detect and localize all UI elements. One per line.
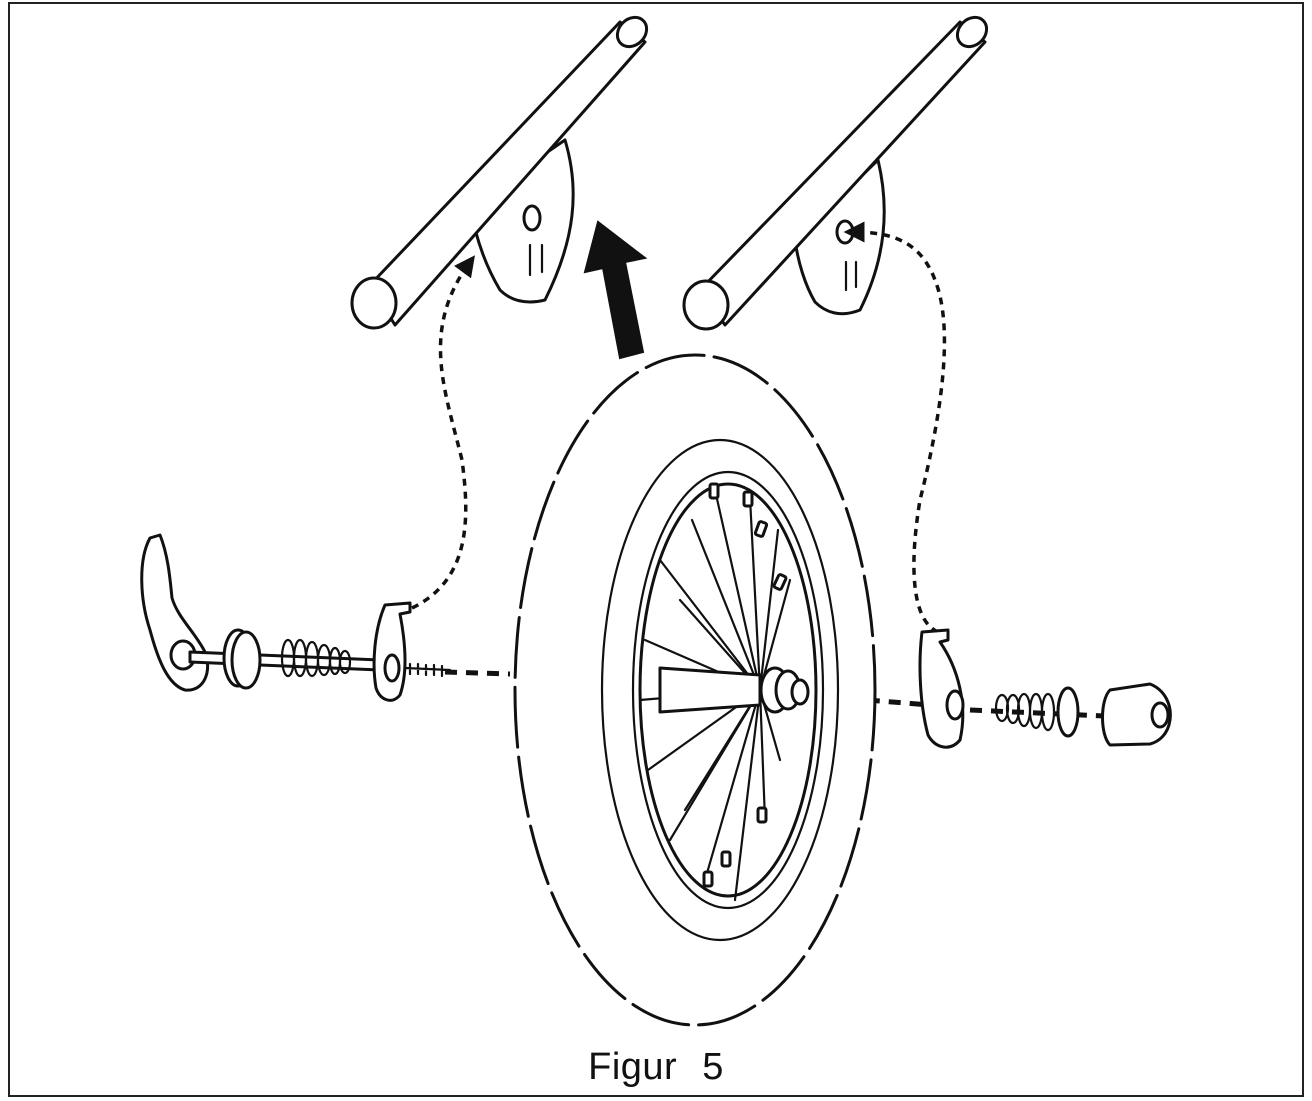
wheel-spokes — [638, 488, 792, 902]
left-guide-path — [411, 255, 475, 610]
lift-arrow-icon — [583, 220, 648, 360]
right-spring — [994, 692, 1056, 732]
left-spring — [280, 638, 352, 678]
axle-thread — [403, 662, 452, 678]
spoke-nipples — [702, 482, 788, 888]
axle-centerline-right — [804, 692, 1106, 719]
quick-release-lever — [140, 533, 210, 692]
left-bracket-clip — [372, 601, 412, 702]
right-guide-path — [843, 221, 947, 634]
axle-washer — [222, 628, 262, 690]
wheel-hub — [658, 666, 810, 714]
axle-collar — [1056, 686, 1080, 738]
wheel — [513, 353, 877, 1027]
axle-rod — [188, 650, 382, 672]
right-bracket-clip — [918, 628, 965, 749]
right-frame-tube — [682, 15, 989, 331]
figure-caption: Figur 5 — [588, 1046, 724, 1088]
axle-nut-cap — [1101, 682, 1172, 747]
axle-centerline — [444, 669, 511, 677]
left-frame-tube — [350, 15, 649, 330]
